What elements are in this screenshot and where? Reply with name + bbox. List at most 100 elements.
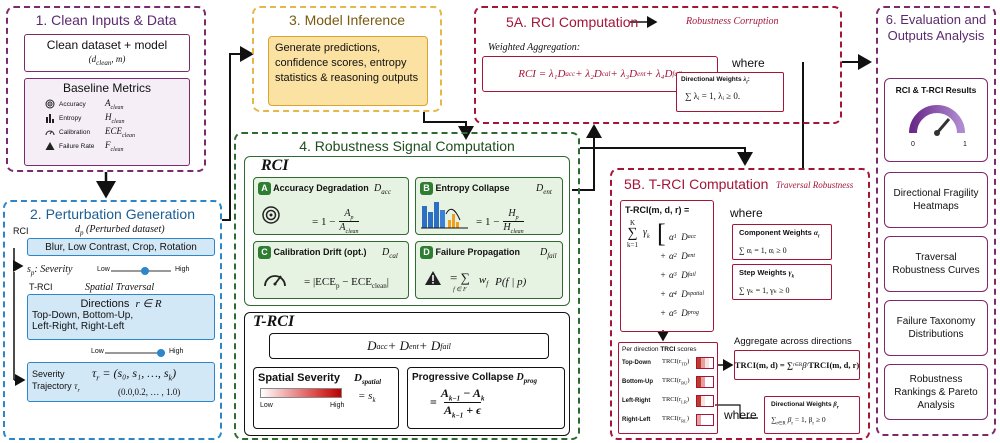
metric-label: Calibration	[59, 128, 91, 136]
formula: = 1 − Ap Aclean	[312, 208, 359, 235]
badge-c: C	[258, 246, 271, 259]
gauge-icon	[45, 99, 59, 109]
card-title: Calibration Drift (opt.)	[273, 247, 367, 257]
arrow-label: Robustness Corruption	[686, 16, 779, 27]
section-title: 6. Evaluation and Outputs Analysis	[885, 12, 987, 43]
bar-chart-icon	[45, 113, 59, 123]
direction-heat-bar	[696, 413, 714, 426]
dp-label: dp (Perturbed dataset)	[75, 224, 165, 237]
direction-score: TRCI(rLR)	[662, 396, 690, 405]
rci-panel-title: RCI	[261, 157, 289, 174]
section-model-inference: 3. Model Inference Generate predictions,…	[252, 6, 442, 112]
severity-label: sp: Severity	[27, 264, 73, 277]
slider2-low-label: Low	[91, 348, 104, 355]
step-weights-box: Step Weights γk ∑ γₖ = 1, γₖ ≥ 0	[732, 264, 832, 300]
card-calibration-drift: C Calibration Drift (opt.) Dcal = |ECEp …	[253, 241, 409, 299]
direction-heat-bar	[696, 375, 714, 388]
badge-b: B	[420, 182, 433, 195]
section-rci-computation: 5A. RCI Computation Robustness Corruptio…	[474, 6, 842, 124]
r-in-R: r ∈ R	[135, 298, 162, 310]
tau-values: (0.0,0.2, … , 1.0)	[118, 387, 181, 397]
severity-gradient-bar	[260, 388, 342, 398]
slider-low-label: Low	[97, 266, 110, 273]
trajectory-label-2: Trajectory τr	[32, 381, 80, 394]
severity-slider[interactable]	[111, 267, 171, 275]
spatial-severity-box: Spatial Severity Dspatial Low High = sk	[253, 367, 399, 429]
card-symbol: Dacc	[374, 183, 391, 196]
dial-icon	[264, 275, 286, 287]
direction-label: Top-Down	[622, 359, 651, 366]
metric-symbol: Aclean	[105, 97, 124, 111]
cw-title: Component Weights	[739, 228, 812, 237]
gamma: γk	[643, 227, 650, 240]
output-item: Traversal Robustness Curves	[884, 236, 988, 292]
gradient-low: Low	[260, 402, 273, 409]
gauge-max: 1	[963, 141, 967, 148]
baseline-title: Baseline Metrics	[62, 81, 152, 95]
section-title: 2. Perturbation Generation	[30, 206, 195, 222]
section-perturbation: 2. Perturbation Generation RCI dp (Pertu…	[3, 200, 222, 440]
progressive-collapse-box: Progressive Collapse Dprog = Ak−1 − Ak A…	[407, 367, 565, 429]
aggregate-label: Aggregate across directions	[734, 336, 852, 347]
direction-label: Right-Left	[622, 416, 651, 423]
dataset-box: Clean dataset + model (dclean, m)	[24, 34, 190, 72]
prog-formula: = Ak−1 − Ak Ak−1 + ϵ	[430, 386, 485, 420]
dial-icon	[45, 127, 59, 137]
bracket: [	[657, 219, 666, 248]
metric-label: Failure Rate	[59, 142, 95, 150]
gradient-high: High	[330, 402, 345, 409]
card-symbol: Dfail	[540, 247, 557, 260]
rci-tag: RCI	[13, 226, 29, 236]
tau-formula: τr = (s₀, s₁, …, sk)	[92, 366, 177, 383]
section-trci-computation: 5B. T-RCI Computation Traversal Robustne…	[610, 168, 870, 440]
trajectory-box: Severity Trajectory τr τr = (s₀, s₁, …, …	[27, 362, 215, 402]
results-card: RCI & T-RCI Results 0 1	[884, 78, 988, 162]
component-weights-box: Component Weights αi ∑ αᵢ = 1, αᵢ ≥ 0	[732, 224, 832, 260]
metric-symbol: ECEclean	[105, 125, 135, 139]
histogram-icon	[421, 202, 468, 229]
dataset-label: Clean dataset + model	[46, 38, 168, 52]
directions-line1: Top-Down, Bottom-Up,	[32, 310, 134, 321]
card-failure-propagation: D Failure Propagation Dfail = ∑ f ∈ F wf…	[415, 241, 563, 299]
section-evaluation: 6. Evaluation and Outputs Analysis RCI &…	[876, 6, 996, 436]
output-item: Robustness Rankings & Pareto Analysis	[884, 364, 988, 420]
spatial-symbol: Dspatial	[354, 372, 382, 387]
output-item: Failure Taxonomy Distributions	[884, 300, 988, 356]
dw-symbol: βr	[833, 401, 839, 411]
where-label: where	[732, 56, 765, 70]
slider-high-label: High	[175, 266, 190, 273]
card-entropy-collapse: B Entropy Collapse Dent = 1 − Hp Hclean	[415, 177, 563, 235]
directional-weights-box: Directional Weights λi: ∑ λᵢ = 1, λᵢ ≥ 0…	[676, 72, 784, 112]
results-title: RCI & T-RCI Results	[895, 85, 977, 95]
trajectory-slider[interactable]	[105, 349, 165, 357]
formula: = ∑ f ∈ F wf P(f | p)	[450, 270, 527, 293]
sw-formula: ∑ γₖ = 1, γₖ ≥ 0	[739, 285, 790, 295]
dw-title: Directional Weights	[771, 401, 832, 408]
trci-panel-title: T-RCI	[253, 313, 295, 330]
sw-symbol: γk	[788, 268, 795, 280]
card-title: Entropy Collapse	[435, 183, 510, 193]
perturbations-box: Blur, Low Contrast, Crop, Rotation	[27, 238, 215, 256]
inference-box: Generate predictions, confidence scores,…	[268, 36, 428, 106]
direction-heat-bar	[696, 394, 714, 407]
dw-formula: ∑ λᵢ = 1, λᵢ ≥ 0.	[685, 91, 741, 102]
output-item: Directional Fragility Heatmaps	[884, 172, 988, 228]
spatial-label: Spatial Traversal	[85, 282, 155, 293]
direction-label: Bottom-Up	[622, 378, 653, 385]
card-symbol: Dcal	[382, 247, 398, 260]
